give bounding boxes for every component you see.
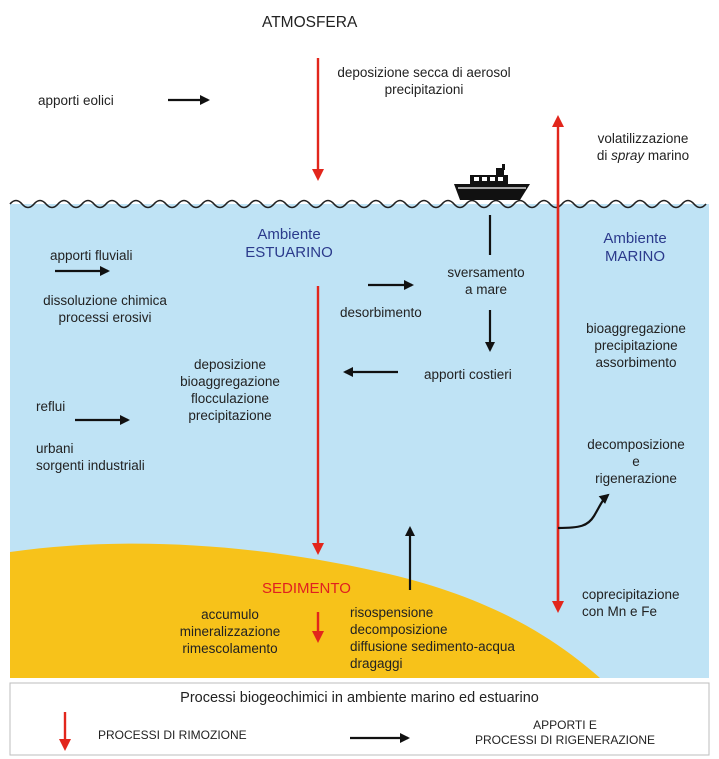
coprecipitation-line-1: coprecipitazione <box>582 587 680 602</box>
marine-title-line-2: MARINO <box>605 248 665 265</box>
fluvial-input-label: apporti fluviali <box>50 248 133 263</box>
aeolian-input-label: apporti eolici <box>38 93 114 108</box>
marine-bio-line-2: precipitazione <box>594 338 678 353</box>
legend-regeneration-line-1: APPORTI E <box>533 718 597 732</box>
sediment-left-line-3: rimescolamento <box>182 641 278 656</box>
volatilization-line-1: volatilizzazione <box>597 131 689 146</box>
estuarine-deposition-label: deposizione bioaggregazione flocculazion… <box>160 356 300 424</box>
dissolution-label: dissoluzione chimica processi erosivi <box>30 292 180 326</box>
spill-label: sversamento a mare <box>426 264 546 298</box>
sediment-right-line-1: risospensione <box>350 605 434 620</box>
estuarine-deposition-line-1: deposizione <box>193 357 267 372</box>
dissolution-line-2: processi erosivi <box>58 310 152 325</box>
volatilization-italic: spray <box>611 148 645 163</box>
spill-line-2: a mare <box>464 282 508 297</box>
estuarine-deposition-line-3: flocculazione <box>190 391 270 406</box>
volatilization-suffix: marino <box>644 148 690 163</box>
reflui-label: reflui <box>36 399 66 414</box>
coprecipitation-label: coprecipitazione con Mn e Fe <box>582 586 680 620</box>
sediment-left-line-1: accumulo <box>201 607 259 622</box>
sediment-burial-label: accumulo mineralizzazione rimescolamento <box>166 606 294 657</box>
estuarine-title-line-1: Ambiente <box>257 226 321 243</box>
sediment-right-line-4: dragaggi <box>350 656 403 671</box>
legend-removal-label: PROCESSI DI RIMOZIONE <box>98 728 247 742</box>
water-surface-wave <box>9 199 707 209</box>
desorption-label: desorbimento <box>340 305 422 320</box>
estuarine-deposition-line-4: precipitazione <box>188 408 272 423</box>
estuarine-title-line-2: ESTUARINO <box>245 244 333 261</box>
sediment-title: SEDIMENTO <box>262 580 351 597</box>
coastal-input-label: apporti costieri <box>424 367 512 382</box>
dissolution-line-1: dissoluzione chimica <box>43 293 167 308</box>
estuarine-title: Ambiente ESTUARINO <box>234 226 344 262</box>
marine-bio-line-3: assorbimento <box>595 355 677 370</box>
sediment-right-line-2: decomposizione <box>350 622 448 637</box>
marine-title-line-1: Ambiente <box>603 230 667 247</box>
marine-bio-label: bioaggregazione precipitazione assorbime… <box>566 320 706 371</box>
decomposition-line-2: e <box>632 454 640 469</box>
decomposition-line-1: decomposizione <box>587 437 685 452</box>
marine-bio-line-1: bioaggregazione <box>586 321 686 336</box>
sediment-right-line-3: diffusione sedimento-acqua <box>350 639 515 654</box>
atmosphere-title: ATMOSFERA <box>262 14 358 31</box>
legend-regeneration-label: APPORTI E PROCESSI DI RIGENERAZIONE <box>430 718 700 748</box>
spill-line-1: sversamento <box>447 265 525 280</box>
decomposition-line-3: rigenerazione <box>595 471 677 486</box>
urban-industrial-label: urbani sorgenti industriali <box>36 440 145 474</box>
volatilization-line-2: di spray marino <box>568 147 718 164</box>
sediment-left-line-2: mineralizzazione <box>179 624 281 639</box>
atmospheric-deposition-label: deposizione secca di aerosol precipitazi… <box>336 64 512 98</box>
deposition-line-2: precipitazioni <box>384 82 464 97</box>
regeneration-arrow <box>557 493 610 530</box>
sediment-body <box>10 543 600 678</box>
volatilization-prefix: di <box>596 148 612 163</box>
decomposition-label: decomposizione e rigenerazione <box>566 436 706 487</box>
volatilization-label: volatilizzazione di spray marino <box>568 130 718 164</box>
sediment-regeneration-label: risospensione decomposizione diffusione … <box>350 604 515 672</box>
legend-title: Processi biogeochimici in ambiente marin… <box>180 690 539 706</box>
estuarine-deposition-line-2: bioaggregazione <box>180 374 280 389</box>
urban-line-1: urbani <box>36 441 74 456</box>
ship-icon <box>454 164 530 200</box>
legend-box <box>9 682 710 756</box>
urban-line-2: sorgenti industriali <box>36 458 145 473</box>
deposition-line-1: deposizione secca di aerosol <box>337 65 511 80</box>
legend-regeneration-line-2: PROCESSI DI RIGENERAZIONE <box>474 733 656 747</box>
coprecipitation-line-2: con Mn e Fe <box>582 604 658 619</box>
marine-title: Ambiente MARINO <box>580 230 690 266</box>
